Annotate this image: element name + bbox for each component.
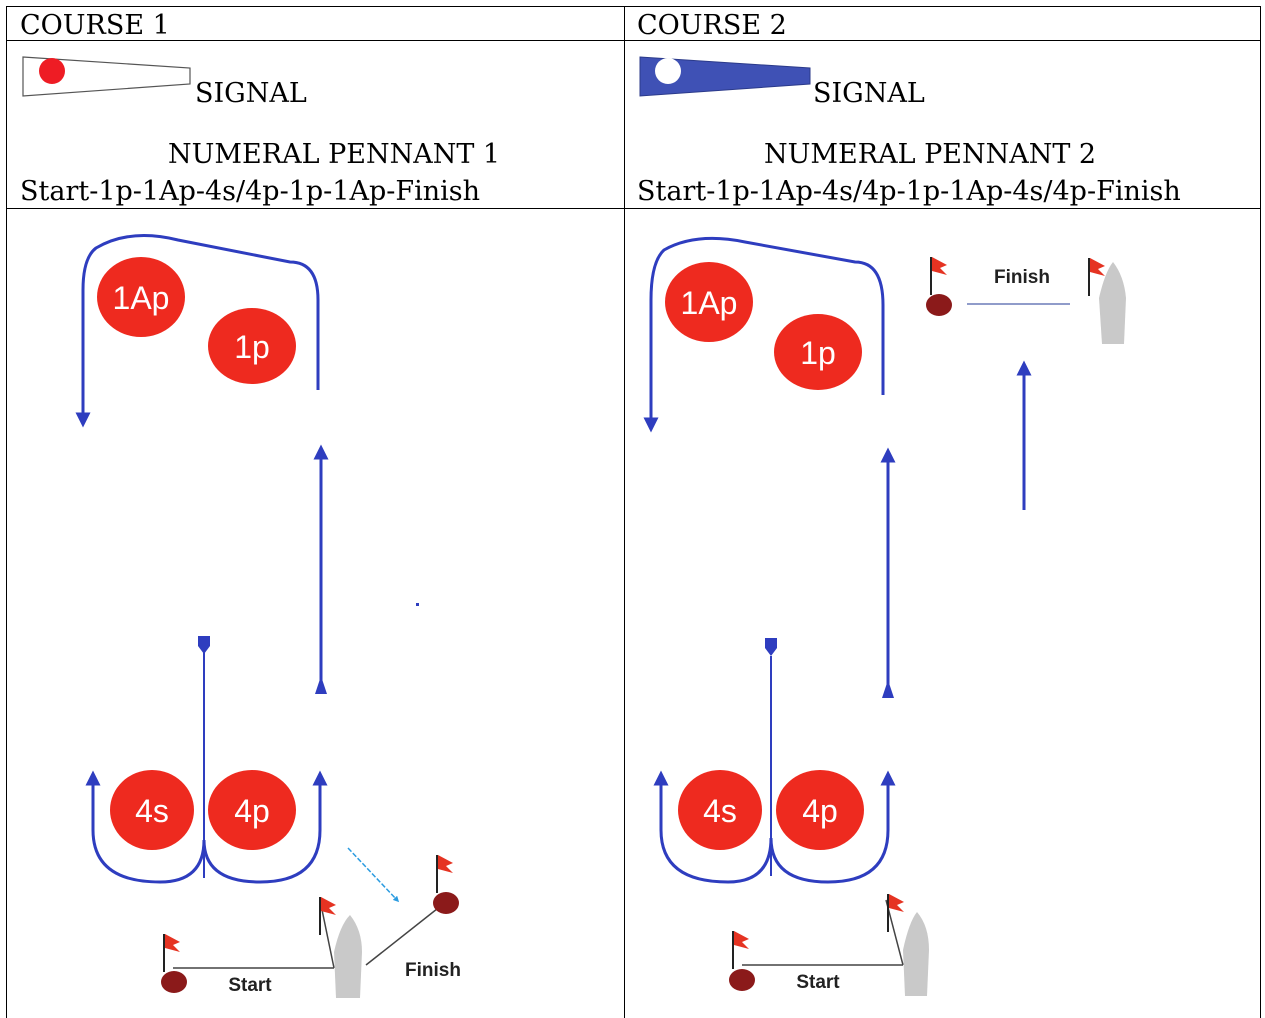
course-2-sequence: Start-1p-1Ap-4s/4p-1p-1Ap-4s/4p-Finish (637, 176, 1181, 207)
course-1-leg-upper-loop (75, 234, 320, 428)
course-2-mark-1ap: 1Ap (665, 262, 753, 342)
course-1-committee-boat (334, 915, 362, 998)
course-2-mark-1p: 1p (774, 314, 862, 390)
table-column-divider (624, 6, 625, 1018)
course-1-stray-dot (416, 603, 419, 606)
course-2-leg-upper-loop (643, 236, 885, 433)
course-1-gate-loop-4s (85, 770, 206, 884)
table-row-divider-1 (6, 40, 1261, 41)
course-1-sequence: Start-1p-1Ap-4s/4p-1p-1Ap-Finish (20, 176, 481, 207)
course-1-start-buoy (161, 971, 187, 993)
table-border-left (6, 6, 7, 1018)
course-1-signal-label: SIGNAL (195, 78, 307, 109)
course-2-start-label: Start (796, 972, 840, 993)
course-2-mark-1ap-label: 1Ap (681, 285, 738, 321)
course-1-mark-4p: 4p (208, 770, 296, 850)
course-2-arrow-tail (882, 680, 894, 698)
course-1-title: COURSE 1 (20, 10, 170, 41)
course-1-pennant-name: NUMERAL PENNANT 1 (168, 139, 501, 170)
course-1-mark-4s-label: 4s (135, 793, 169, 829)
course-2-mark-4s-label: 4s (703, 793, 737, 829)
course-2-gate-loop-4p (769, 770, 896, 884)
table-border-top (6, 6, 1261, 7)
course-1-finish-buoy-flag (436, 854, 454, 894)
course-1-start-buoy-flag (163, 933, 181, 973)
course-1-mark-1ap-label: 1Ap (113, 280, 170, 316)
course-2-mark-4p-label: 4p (802, 793, 838, 829)
course-1-arrow-tail (315, 676, 327, 694)
course-1-arrow-run (198, 636, 210, 654)
course-2-committee-boat (903, 912, 929, 996)
course-1-gate-loop-4p (202, 770, 328, 884)
table-border-right (1260, 6, 1261, 1018)
course-2-gate-loop-4s (653, 770, 773, 884)
course-1-boat-flag (319, 896, 337, 936)
numeral-pennant-1-icon (22, 56, 191, 97)
course-1-mark-4p-label: 4p (234, 793, 270, 829)
course-2-signal-label: SIGNAL (813, 78, 925, 109)
numeral-pennant-2-icon (639, 56, 811, 97)
course-2-finish-buoy (926, 294, 952, 316)
course-1-finish-line (365, 904, 443, 966)
course-2-mark-1p-label: 1p (800, 335, 836, 371)
course-1-finish-approach-arrow (347, 847, 400, 903)
course-2-title: COURSE 2 (637, 10, 787, 41)
course-1-mark-1ap: 1Ap (97, 257, 185, 337)
course-1-start-label: Start (228, 975, 272, 996)
course-2-arrow-run (765, 638, 777, 656)
course-2-mark-4p: 4p (776, 770, 864, 850)
course-1-mark-1p-label: 1p (234, 329, 270, 365)
course-2-finish-buoy-flag (930, 256, 948, 296)
table-row-divider-2 (6, 208, 1261, 209)
course-2-pennant-name: NUMERAL PENNANT 2 (764, 139, 1097, 170)
course-1-mark-1p: 1p (208, 308, 296, 384)
course-1-mark-4s: 4s (110, 770, 194, 850)
course-2-boat-flag (887, 893, 905, 933)
course-1-finish-buoy (433, 892, 459, 914)
course-2-mark-4s: 4s (678, 770, 762, 850)
course-2-start-buoy (729, 969, 755, 991)
course-2-start-buoy-flag (732, 930, 750, 970)
course-2-finish-label: Finish (994, 267, 1050, 288)
course-1-finish-label: Finish (405, 960, 461, 981)
course-2-finish-boat (1099, 262, 1126, 344)
